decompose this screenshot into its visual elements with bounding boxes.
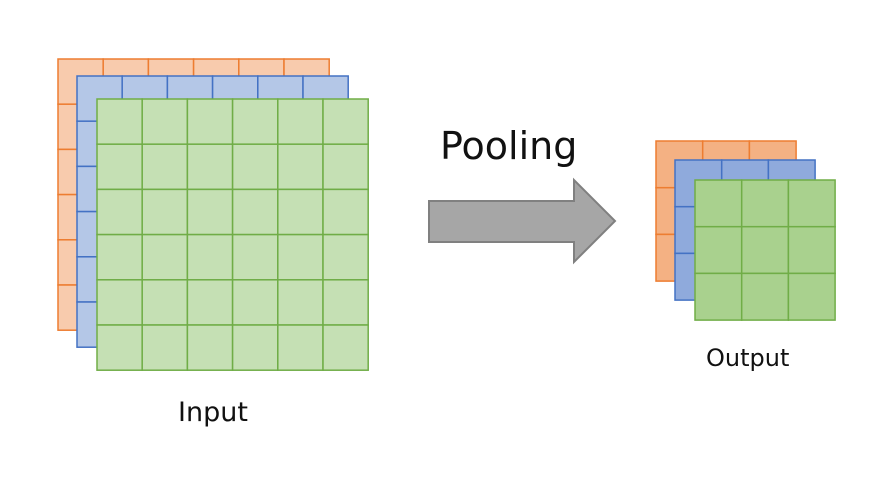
grid-cell: [141, 324, 189, 371]
grid-cell: [186, 324, 234, 371]
grid-cell: [322, 188, 369, 236]
grid-cell: [231, 324, 279, 371]
green-channel-grid: [96, 98, 369, 371]
output-label: Output: [706, 344, 790, 372]
grid-cell: [740, 272, 790, 321]
grid-cell: [231, 279, 279, 326]
grid-cell: [96, 98, 143, 145]
grid-cell: [322, 324, 369, 371]
grid-cell: [231, 143, 279, 191]
grid-cell: [277, 98, 324, 145]
grid-cell: [96, 143, 143, 191]
grid-cell: [787, 272, 836, 321]
right-arrow-icon: [428, 177, 617, 265]
grid-cell: [277, 279, 324, 326]
grid-cell: [277, 143, 324, 191]
grid-cell: [186, 233, 234, 281]
grid-cell: [96, 279, 143, 326]
grid-cell: [322, 143, 369, 191]
grid-cell: [740, 225, 790, 275]
grid-cell: [186, 98, 234, 145]
grid-cell: [322, 233, 369, 281]
grid-cell: [231, 98, 279, 145]
grid-cell: [277, 233, 324, 281]
grid-cell: [96, 188, 143, 236]
grid-cell: [231, 233, 279, 281]
grid-cell: [96, 233, 143, 281]
input-feature-map-stack: [57, 58, 369, 371]
grid-cell: [740, 179, 790, 228]
grid-cell: [322, 98, 369, 145]
output-feature-map-stack: [655, 140, 836, 321]
green-channel-grid: [694, 179, 836, 321]
grid-cell: [694, 272, 743, 321]
pooling-label: Pooling: [440, 124, 578, 168]
grid-cell: [787, 179, 836, 228]
grid-cell: [694, 225, 743, 275]
grid-cell: [787, 225, 836, 275]
grid-cell: [141, 279, 189, 326]
input-label: Input: [178, 397, 248, 428]
grid-cell: [96, 324, 143, 371]
grid-cell: [231, 188, 279, 236]
grid-cell: [694, 179, 743, 228]
grid-cell: [141, 143, 189, 191]
grid-cell: [141, 98, 189, 145]
grid-cell: [186, 188, 234, 236]
grid-cell: [141, 233, 189, 281]
grid-cell: [277, 188, 324, 236]
grid-cell: [186, 279, 234, 326]
grid-cell: [186, 143, 234, 191]
grid-cell: [277, 324, 324, 371]
grid-cell: [141, 188, 189, 236]
grid-cell: [322, 279, 369, 326]
